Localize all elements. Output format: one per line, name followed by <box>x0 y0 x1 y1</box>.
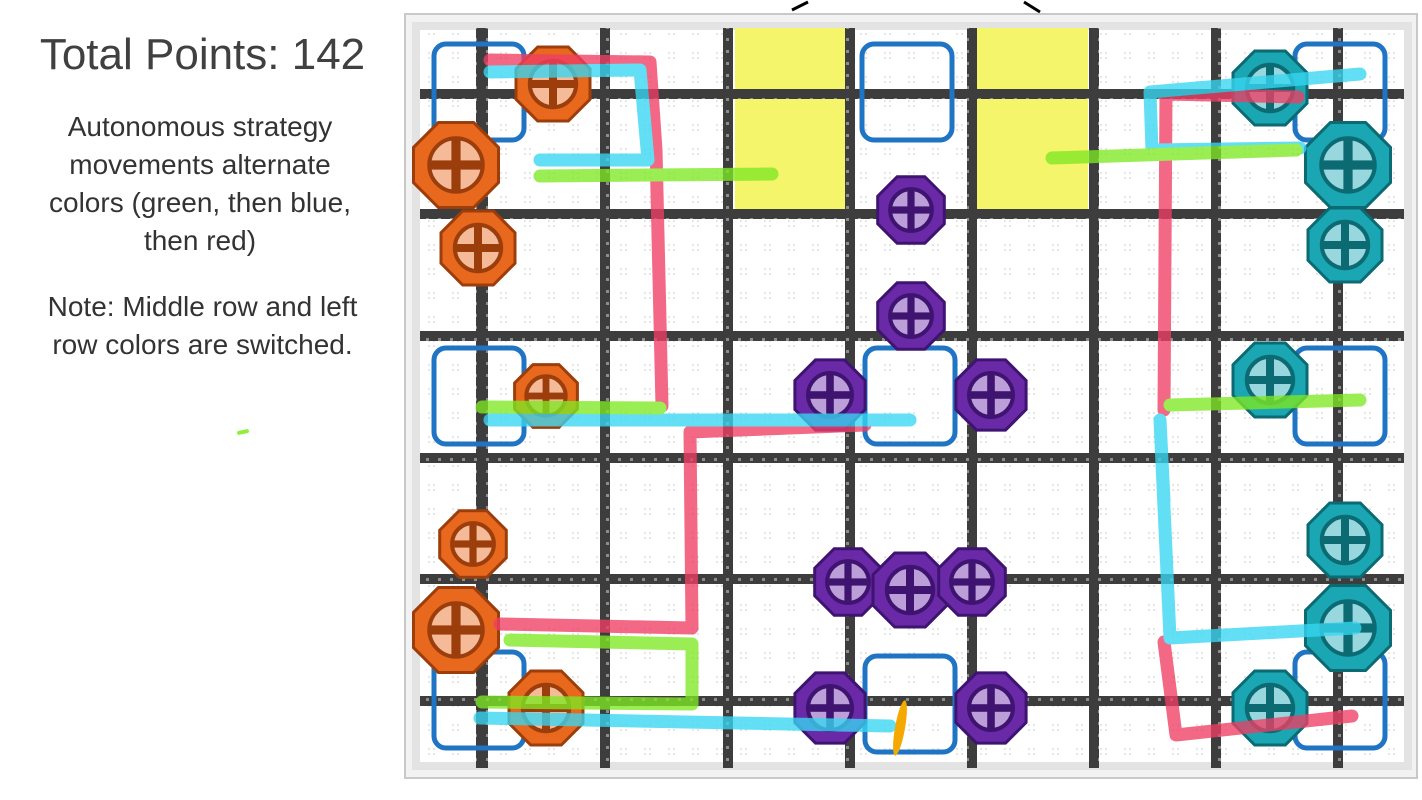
description-line: colors (green, then blue, <box>49 187 351 218</box>
teal-cube <box>1306 206 1384 284</box>
field-diagram <box>404 0 1418 779</box>
description-line: then red) <box>143 225 257 256</box>
description-line: movements alternate <box>69 149 331 180</box>
corner-tick <box>791 0 809 12</box>
green-path <box>475 400 667 415</box>
green-path <box>1045 143 1303 165</box>
purple-cube <box>871 551 949 629</box>
green-path <box>533 167 779 183</box>
orange-marker <box>893 700 907 756</box>
game-cubes <box>412 45 1392 747</box>
teal-cube <box>1304 121 1392 209</box>
purple-cube <box>876 281 946 351</box>
blue-path <box>483 63 655 167</box>
blue-path <box>473 711 897 733</box>
grid-line-vertical <box>723 28 733 768</box>
orange-cube <box>412 121 500 209</box>
orange-cube <box>438 509 508 579</box>
purple-cube <box>813 547 883 617</box>
grid-line-vertical <box>600 28 610 768</box>
green-path <box>1163 393 1367 412</box>
corner-tick <box>1023 0 1041 14</box>
orange-cube <box>412 586 500 674</box>
green-path <box>475 633 699 711</box>
strategy-description: Autonomous strategy movements alternate … <box>0 108 400 260</box>
orange-cube <box>439 209 517 287</box>
purple-cube <box>954 671 1028 745</box>
purple-cube <box>954 358 1028 432</box>
purple-cube <box>937 547 1007 617</box>
grid-line-horizontal <box>420 89 1404 99</box>
instructions-panel: Total Points: 142 Autonomous strategy mo… <box>0 0 400 800</box>
teal-cube <box>1306 501 1384 579</box>
yellow-zone-left <box>735 28 847 218</box>
color-switch-note: Note: Middle row and left row colors are… <box>0 288 405 364</box>
red-path <box>1157 635 1359 742</box>
yellow-zone-right <box>976 28 1088 218</box>
total-points-title: Total Points: 142 <box>39 30 366 79</box>
autonomous-paths <box>473 53 1367 742</box>
note-line: row colors are switched. <box>52 329 353 360</box>
blue-path <box>1153 413 1362 645</box>
grid-line-horizontal <box>420 453 1404 463</box>
purple-cube <box>793 671 867 745</box>
goal-square <box>859 41 955 143</box>
grid-line-vertical <box>1089 28 1099 768</box>
red-path <box>483 53 669 413</box>
purple-cube <box>876 175 946 245</box>
note-line: Note: Middle row and left <box>47 291 358 322</box>
description-line: Autonomous strategy <box>67 111 333 142</box>
grid-line-horizontal <box>420 696 1404 706</box>
stray-green-mark <box>236 428 250 436</box>
red-path <box>493 418 872 635</box>
game-field <box>400 0 1422 800</box>
